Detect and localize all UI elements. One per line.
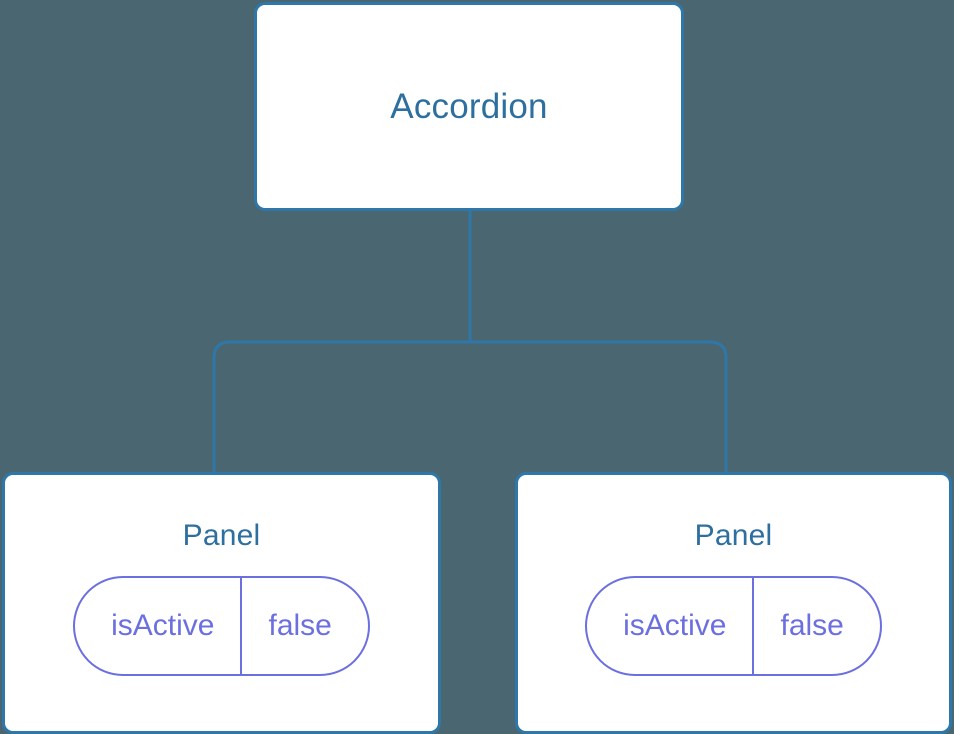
state-value: false bbox=[752, 578, 879, 674]
node-panel-label: Panel bbox=[694, 519, 773, 552]
node-panel-label: Panel bbox=[182, 519, 261, 552]
state-key: isActive bbox=[623, 609, 727, 642]
state-badge: isActive false bbox=[585, 576, 882, 676]
state-value: false bbox=[240, 578, 367, 674]
connector-branch-right bbox=[470, 340, 728, 474]
state-badge: isActive false bbox=[73, 576, 370, 676]
node-panel[interactable]: Panel isActive false bbox=[2, 472, 441, 734]
state-key: isActive bbox=[111, 609, 215, 642]
node-accordion-label: Accordion bbox=[390, 86, 548, 126]
node-panel[interactable]: Panel isActive false bbox=[515, 472, 952, 734]
node-accordion[interactable]: Accordion bbox=[254, 2, 684, 211]
connector-branch-left bbox=[212, 340, 470, 474]
